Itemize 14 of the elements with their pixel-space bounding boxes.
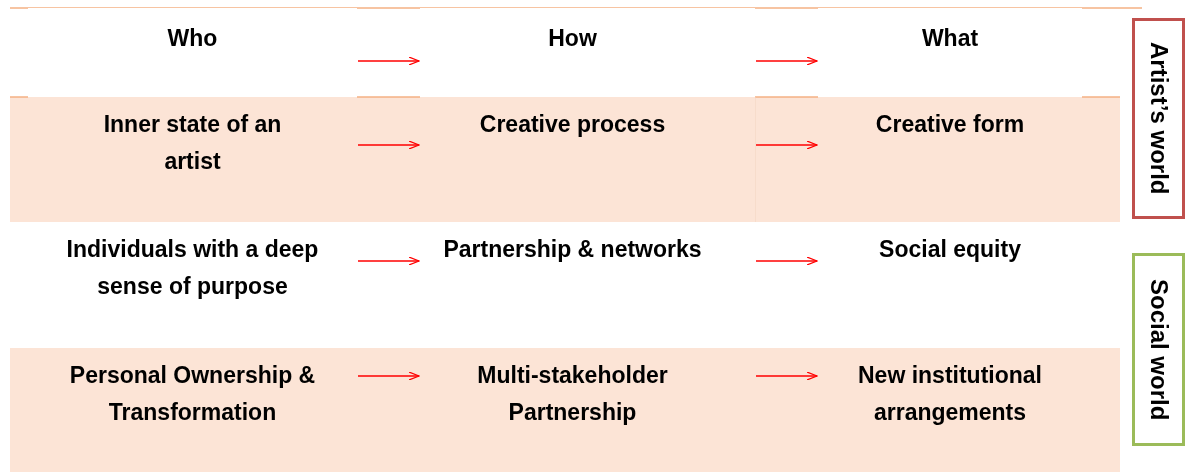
- arrow: [755, 56, 818, 66]
- arrow: [755, 256, 818, 266]
- vertical-label: Social world: [1132, 253, 1185, 446]
- column-heading: What: [818, 8, 1082, 97]
- arrow: [357, 371, 420, 381]
- arrow: [755, 140, 818, 150]
- arrow: [357, 256, 420, 266]
- column-heading: How: [420, 8, 755, 97]
- arrow: [755, 371, 818, 381]
- arrow: [357, 140, 420, 150]
- cell-text: Creative process: [420, 97, 755, 222]
- vertical-label: Artist’s world: [1132, 18, 1185, 219]
- arrow: [357, 56, 420, 66]
- column-heading: Who: [28, 8, 357, 97]
